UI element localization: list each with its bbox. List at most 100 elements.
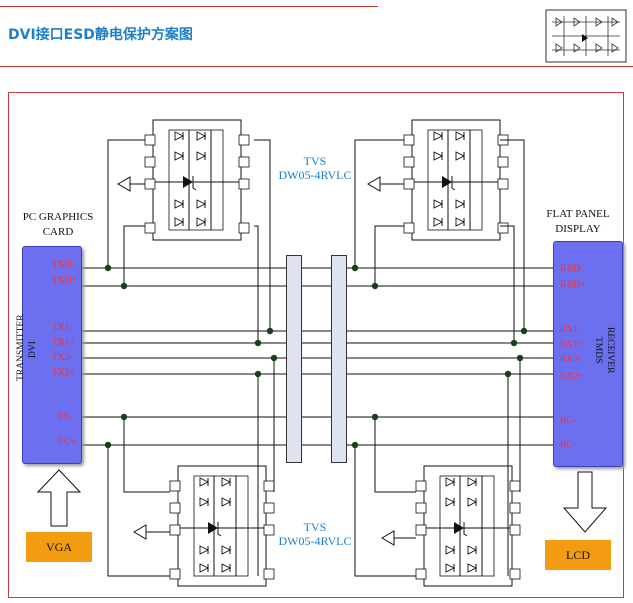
pin-rxd-plus: RXD+	[560, 280, 586, 290]
left-device-label-line2: CARD	[42, 226, 74, 238]
wire	[254, 139, 271, 331]
pin-tc-minus: TC-	[58, 412, 74, 422]
pin-rc-plus: RC+	[560, 440, 579, 450]
tmds-receiver-chip	[553, 241, 623, 467]
tvs-pin	[169, 524, 181, 536]
diode-icon	[467, 477, 478, 487]
pin-rx2-minus: RX2-	[560, 355, 582, 365]
tvs-pin	[509, 480, 521, 492]
lcd-box: LCD	[545, 540, 611, 570]
wire	[123, 417, 170, 493]
wire	[354, 445, 416, 577]
tvs-pin	[144, 222, 156, 234]
zener-bar	[463, 522, 468, 537]
right-device-label-line1: FLAT PANEL	[546, 208, 610, 220]
ground-arrow-icon	[133, 524, 147, 540]
arrow-down-icon	[562, 471, 608, 533]
diode-icon	[433, 199, 444, 209]
diode-icon	[174, 199, 185, 209]
tvs-top-left-inner	[168, 129, 224, 231]
tvs-pin	[509, 568, 521, 580]
tvs-pin	[415, 480, 427, 492]
transmitter-chip-text-line2: TRANSMITTER	[16, 314, 26, 382]
tvs-pin	[169, 502, 181, 514]
diode-icon	[199, 477, 210, 487]
wire	[354, 139, 404, 268]
tvs-pin	[415, 502, 427, 514]
tvs-pin	[403, 178, 415, 190]
pin-rxd-minus: RXD-	[560, 264, 584, 274]
wire	[107, 445, 170, 577]
receiver-chip-text-line1: TMDS	[593, 336, 603, 364]
tvs-pin	[415, 524, 427, 536]
wire	[254, 225, 259, 343]
tvs-pin	[415, 568, 427, 580]
tvs-pin	[403, 134, 415, 146]
pin-txd-plus: TXD+	[52, 276, 77, 286]
vga-box: VGA	[26, 532, 92, 562]
wire	[374, 417, 416, 493]
tvs-pin	[144, 134, 156, 146]
dvi-transmitter-chip	[22, 246, 82, 464]
diode-icon	[455, 131, 466, 141]
tvs-pin	[144, 156, 156, 168]
junction-dot	[254, 370, 262, 378]
zener-diode-icon	[442, 176, 452, 188]
diode-icon	[455, 217, 466, 227]
diode-icon	[445, 497, 456, 507]
tvs-pin	[263, 524, 275, 536]
diode-icon	[174, 131, 185, 141]
diode-icon	[196, 131, 207, 141]
junction-dot	[104, 264, 112, 272]
tvs-pin	[509, 524, 521, 536]
pin-rx2-plus: RX2+	[560, 372, 584, 382]
junction-dot	[270, 354, 278, 362]
diode-icon	[174, 217, 185, 227]
wire	[500, 139, 525, 331]
junction-dot	[254, 339, 262, 347]
junction-dot	[104, 441, 112, 449]
tvs-top-right-inner	[427, 129, 483, 231]
diode-icon	[174, 151, 185, 161]
diode-icon	[221, 497, 232, 507]
tvs-pin	[238, 178, 250, 190]
tvs-pin	[169, 568, 181, 580]
ferrite-bar-right	[331, 255, 347, 463]
thumbnail-icon	[545, 9, 627, 63]
zener-diode-icon	[208, 522, 218, 534]
diode-icon	[455, 151, 466, 161]
tvs-top-label-line2: DW05-4RVLC	[278, 168, 352, 182]
tvs-pin	[238, 156, 250, 168]
diode-icon	[221, 477, 232, 487]
tvs-top-label-line1: TVS	[303, 154, 327, 168]
diode-icon	[221, 563, 232, 573]
diode-icon	[445, 563, 456, 573]
diode-icon	[455, 199, 466, 209]
tvs-pin	[238, 134, 250, 146]
page-title: DVI接口ESD静电保护方案图	[8, 27, 193, 43]
junction-dot	[351, 264, 359, 272]
diode-icon	[467, 545, 478, 555]
pin-tx2-plus: TX2+	[52, 368, 75, 378]
ground-arrow-icon	[381, 530, 395, 546]
pin-tx1-minus: TX1-	[52, 323, 73, 333]
wire	[374, 225, 404, 286]
pin-rx1-minus: RX1-	[560, 325, 582, 335]
tvs-bottom-label-line1: TVS	[303, 520, 327, 534]
tvs-pin	[497, 178, 509, 190]
pin-txd-minus: TXD-	[52, 260, 75, 270]
diode-icon	[433, 217, 444, 227]
top-rule	[0, 6, 378, 7]
tvs-bottom-left-inner	[193, 475, 249, 577]
tvs-pin	[238, 222, 250, 234]
ground-arrow-icon	[117, 176, 131, 192]
zener-bar	[217, 522, 222, 537]
pin-rc-minus: RC-	[560, 416, 576, 426]
junction-dot	[371, 282, 379, 290]
header-rule	[0, 66, 633, 67]
wire	[123, 225, 145, 286]
tvs-pin	[263, 480, 275, 492]
pin-tc-plus: TC+	[58, 437, 76, 447]
